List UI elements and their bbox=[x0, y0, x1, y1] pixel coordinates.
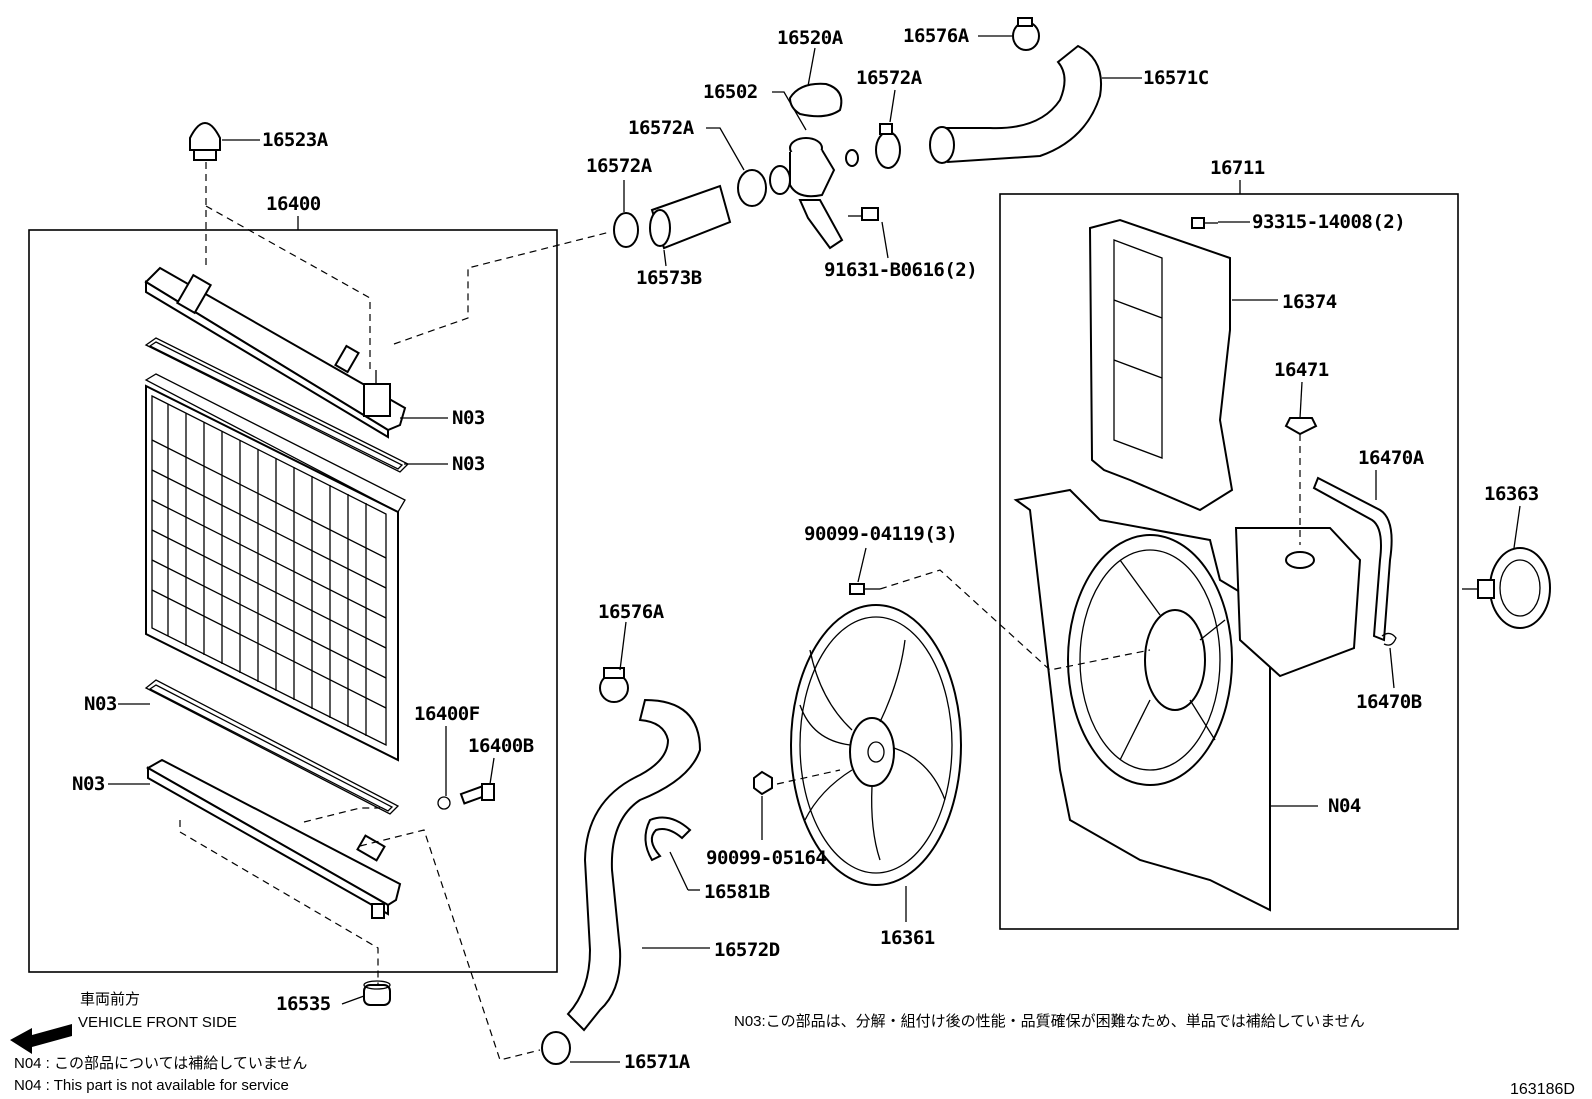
fan-shroud-assembly-box bbox=[999, 193, 1459, 930]
hose-clamp-16576A-top bbox=[1012, 17, 1040, 51]
screw-93315-14008 bbox=[1191, 217, 1218, 229]
cushion-16535 bbox=[363, 980, 391, 1006]
hose-clamp-16572A-right bbox=[737, 169, 767, 207]
radiator-core bbox=[144, 373, 406, 762]
nut-90099-05164 bbox=[753, 770, 773, 796]
radiator-assembly-box bbox=[28, 229, 558, 973]
label-16573B: 16573B bbox=[636, 267, 702, 289]
label-16400F: 16400F bbox=[414, 703, 480, 725]
hose-clamp-16572A-left bbox=[613, 212, 639, 248]
label-16576A-mid: 16576A bbox=[598, 601, 665, 623]
label-16576A-top: 16576A bbox=[903, 25, 970, 47]
label-16572A-left: 16572A bbox=[586, 155, 653, 177]
reserve-tank bbox=[1234, 527, 1362, 678]
reserve-tank-cap-16471 bbox=[1284, 417, 1318, 436]
label-N03-lower-gasket: N03 bbox=[84, 693, 117, 715]
hose-clamp-16572A-upper bbox=[875, 123, 901, 169]
label-16572D: 16572D bbox=[714, 939, 780, 961]
label-16400B: 16400B bbox=[468, 735, 534, 757]
vehicle-front-note-en: VEHICLE FRONT SIDE bbox=[78, 1014, 237, 1031]
shroud-cover-16374 bbox=[1088, 218, 1234, 512]
radiator-cap-16520A bbox=[788, 82, 843, 118]
label-16571C: 16571C bbox=[1143, 67, 1209, 89]
hose-clamp-16571A bbox=[541, 1031, 571, 1065]
drain-plug-16400B bbox=[459, 783, 495, 805]
radiator-lower-gasket bbox=[144, 679, 400, 815]
label-16470B: 16470B bbox=[1356, 691, 1422, 713]
figure-id: 163186D bbox=[1510, 1081, 1575, 1098]
bolt-91631-B0616 bbox=[848, 207, 879, 221]
label-N03-upper-gasket: N03 bbox=[452, 453, 485, 475]
fan-motor-16363 bbox=[1462, 547, 1551, 629]
label-90099-05164: 90099-05164 bbox=[706, 847, 826, 869]
label-16535: 16535 bbox=[276, 993, 331, 1015]
label-93315-14008: 93315-14008(2) bbox=[1252, 211, 1405, 233]
label-N04: N04 bbox=[1328, 795, 1361, 817]
label-16571A: 16571A bbox=[624, 1051, 691, 1073]
label-16711: 16711 bbox=[1210, 157, 1265, 179]
water-inlet-16502 bbox=[769, 137, 859, 250]
label-16361: 16361 bbox=[880, 927, 935, 949]
label-90099-04119: 90099-04119(3) bbox=[804, 523, 957, 545]
vehicle-front-arrow-icon bbox=[10, 1024, 72, 1054]
hose-clamp-16576A-mid bbox=[599, 667, 629, 703]
fan-shroud-N04 bbox=[1013, 488, 1271, 912]
label-16470A: 16470A bbox=[1358, 447, 1425, 469]
label-16572A-upper: 16572A bbox=[856, 67, 923, 89]
hose-16573B bbox=[649, 184, 732, 250]
label-16400: 16400 bbox=[266, 193, 321, 215]
label-N03-lower-tank: N03 bbox=[72, 773, 105, 795]
cooling-fan-16361 bbox=[790, 604, 962, 886]
label-16581B: 16581B bbox=[704, 881, 770, 903]
n03-note-jp: N03:この部品は、分解・組付け後の性能・品質確保が困難なため、単品では補給して… bbox=[734, 1012, 1365, 1030]
label-16520A: 16520A bbox=[777, 27, 844, 49]
label-16523A: 16523A bbox=[262, 129, 329, 151]
n04-note-jp: N04 : この部品については補給していません bbox=[14, 1055, 307, 1072]
label-16374: 16374 bbox=[1282, 291, 1337, 313]
hose-clamp-16581B bbox=[644, 816, 692, 862]
tank-hose-16470A bbox=[1312, 476, 1393, 642]
screw-90099-04119 bbox=[849, 583, 880, 595]
label-16363: 16363 bbox=[1484, 483, 1539, 505]
n04-note-en: N04 : This part is not available for ser… bbox=[14, 1077, 289, 1094]
clip-16470B bbox=[1381, 632, 1397, 646]
radiator-hose-16572D bbox=[566, 698, 702, 1032]
radiator-hose-16571C bbox=[929, 44, 1102, 164]
radiator-cap-16523A bbox=[189, 122, 221, 161]
label-16471: 16471 bbox=[1274, 359, 1329, 381]
radiator-lower-tank bbox=[145, 758, 402, 919]
label-N03-upper-tank: N03 bbox=[452, 407, 485, 429]
label-91631-B0616: 91631-B0616(2) bbox=[824, 259, 977, 281]
radiator-upper-tank bbox=[144, 266, 407, 439]
label-16572A-right: 16572A bbox=[628, 117, 695, 139]
label-16502: 16502 bbox=[703, 81, 758, 103]
o-ring-16400F bbox=[437, 796, 451, 810]
vehicle-front-note-jp: 車両前方 bbox=[80, 991, 140, 1008]
